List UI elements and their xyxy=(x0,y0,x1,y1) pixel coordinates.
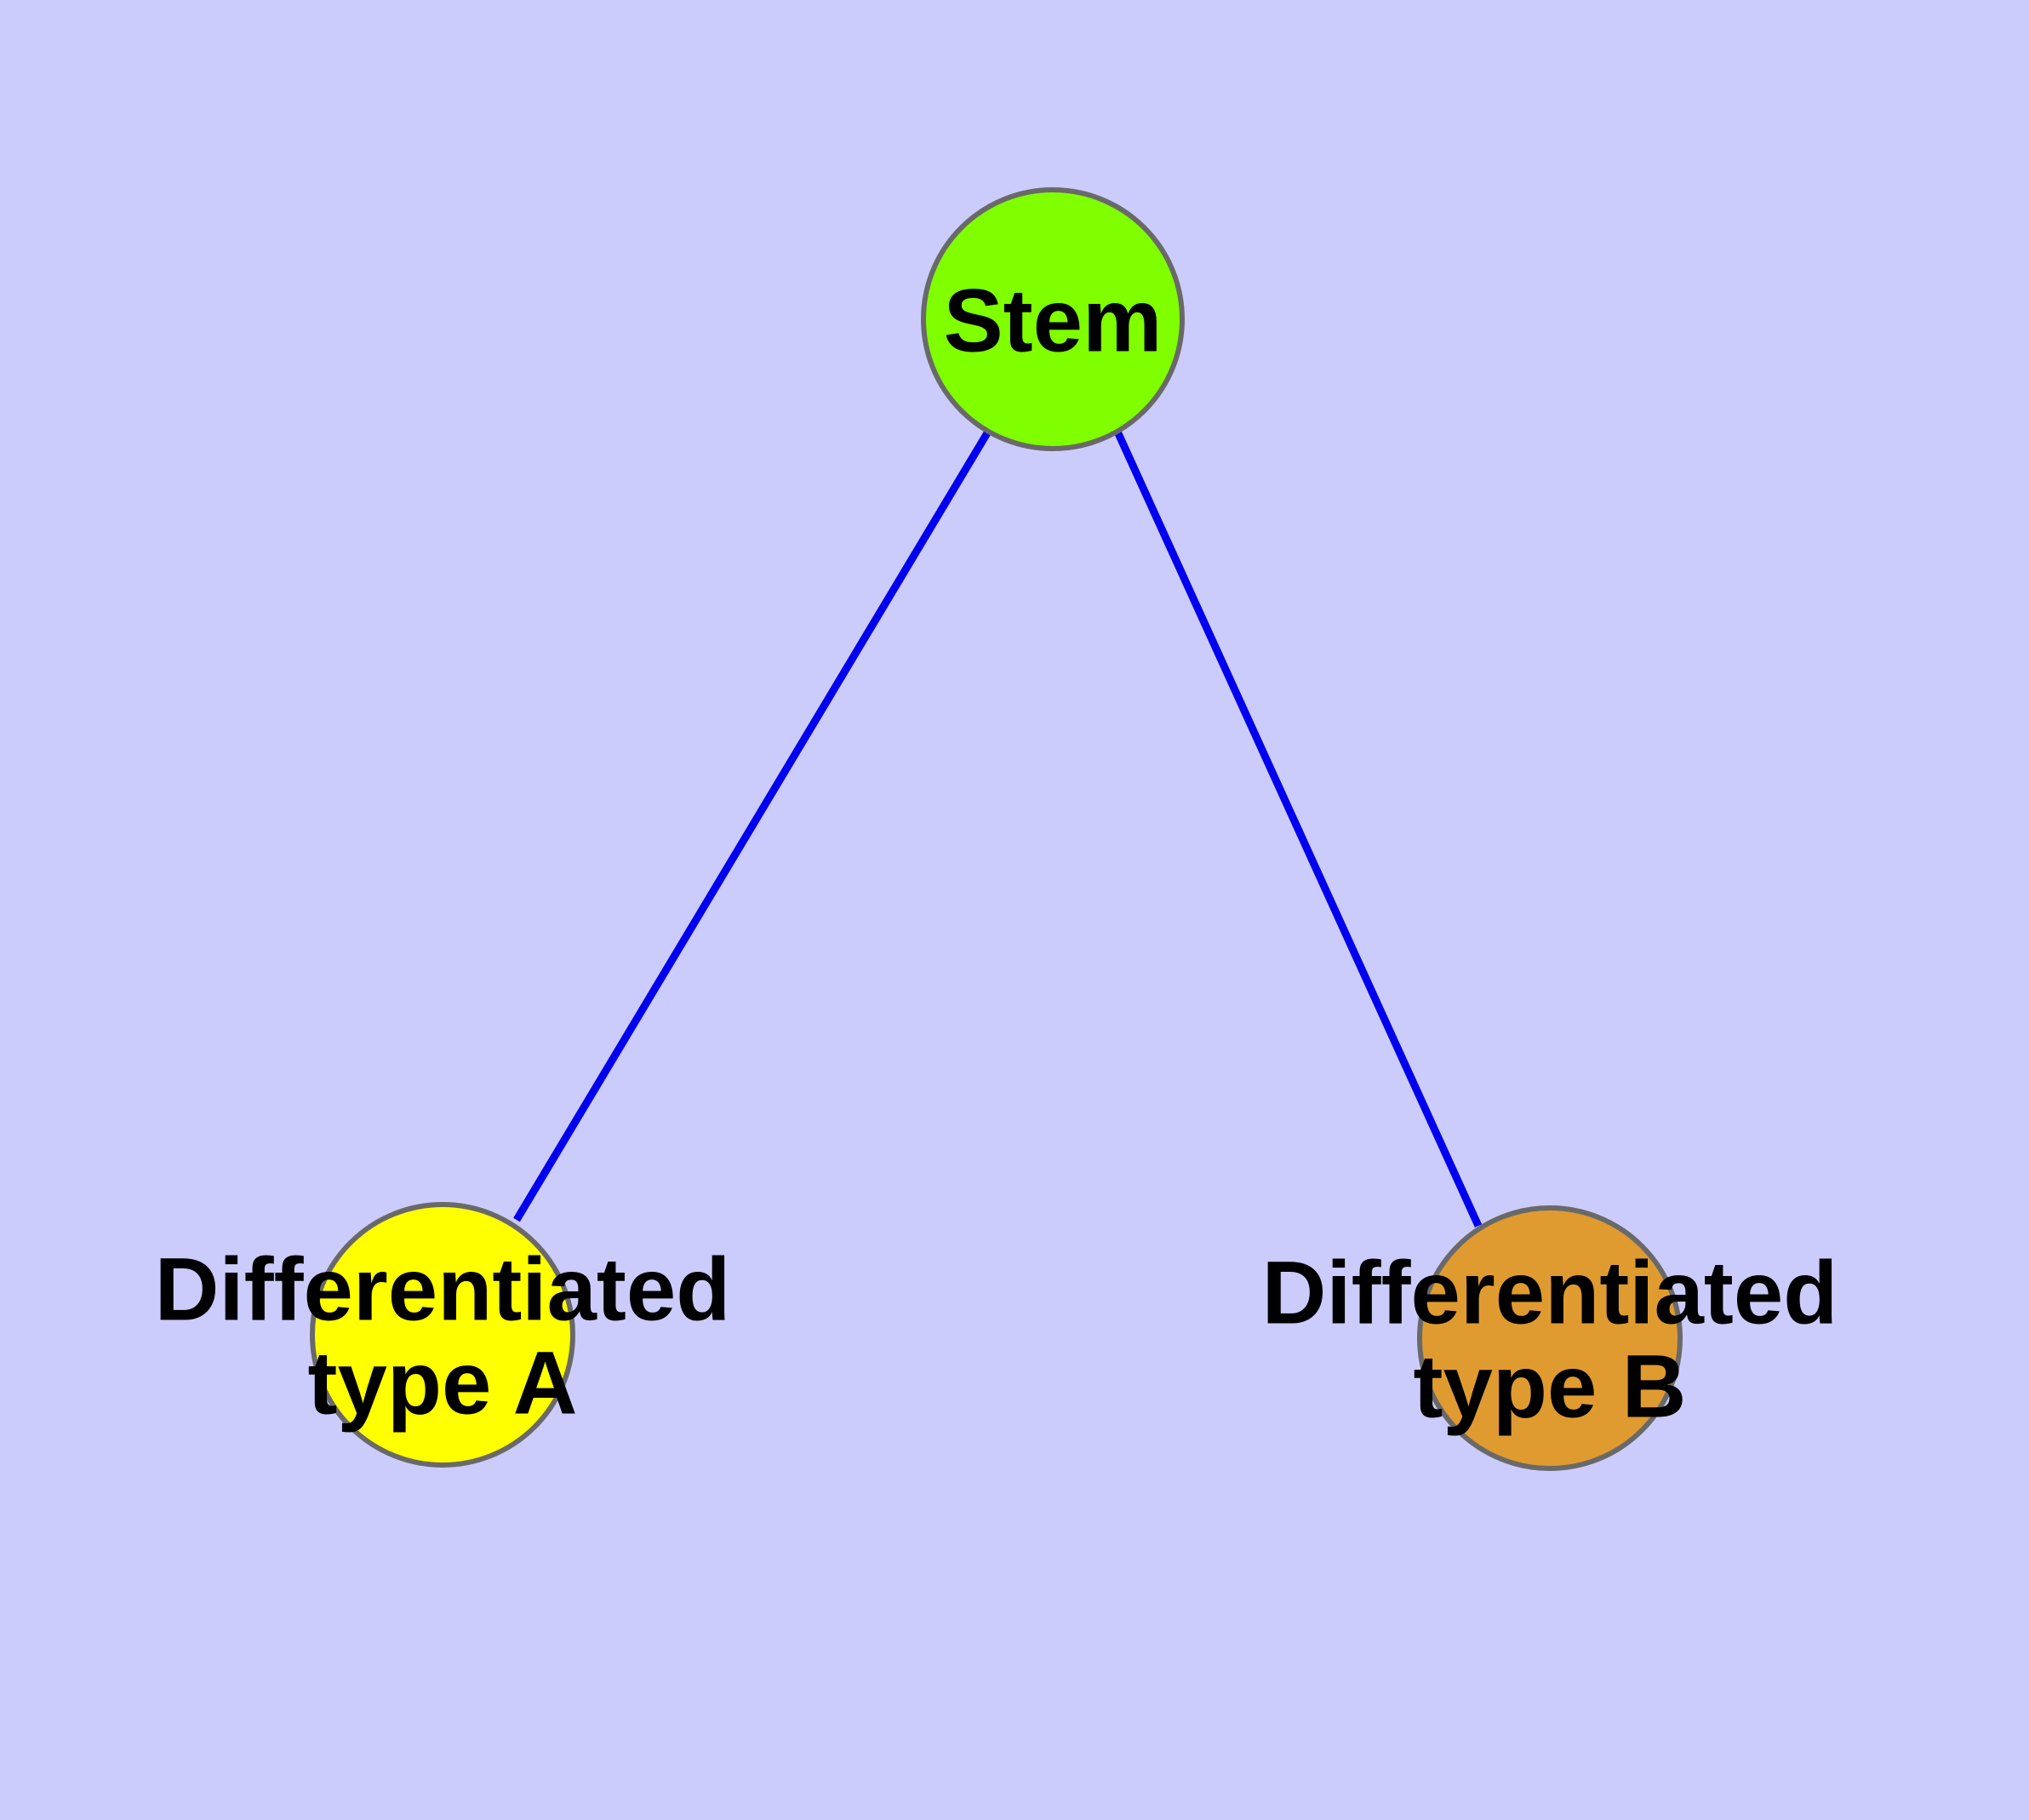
node-diff_a[interactable] xyxy=(310,1202,575,1468)
node-label-line: type B xyxy=(1414,1336,1687,1436)
node-label-line: Differentiated xyxy=(1262,1243,1838,1342)
node-label-line: type A xyxy=(308,1333,578,1433)
node-label-line: Stem xyxy=(944,271,1163,370)
node-diff_b[interactable] xyxy=(1417,1205,1683,1471)
node-label-stem: Stem xyxy=(944,271,1163,370)
node-label-line: Differentiated xyxy=(155,1239,731,1339)
edge-stem-to-diff_b xyxy=(1113,430,1483,1228)
edges-layer xyxy=(513,429,1483,1228)
nodes-layer xyxy=(310,187,1683,1471)
node-stem[interactable] xyxy=(921,187,1185,451)
edge-stem-to-diff_a xyxy=(513,429,992,1222)
